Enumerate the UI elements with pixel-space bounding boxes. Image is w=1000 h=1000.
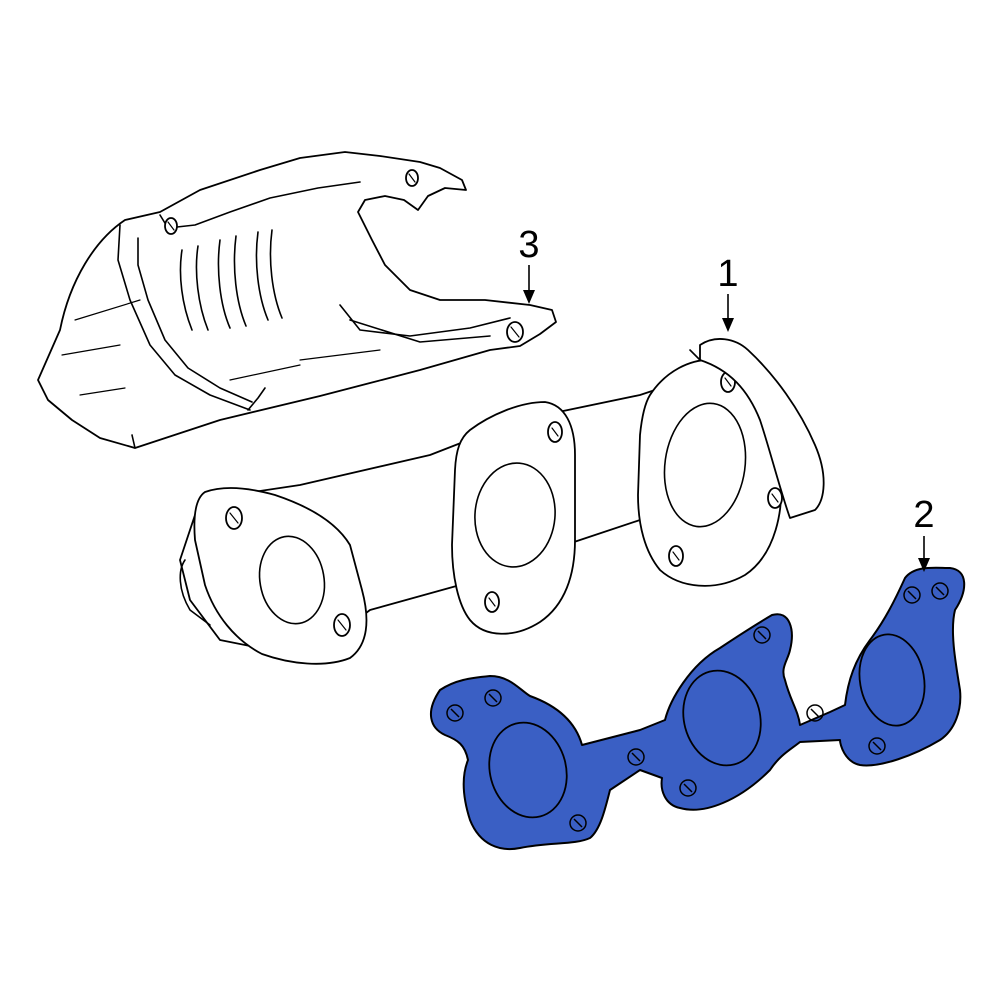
callout-1: 1	[717, 253, 739, 332]
gasket-bolt-holes	[446, 582, 949, 832]
gasket-port-middle	[682, 669, 762, 767]
gasket-body	[430, 566, 966, 850]
gasket-port-right	[858, 633, 926, 727]
callout-1-label: 1	[717, 253, 738, 295]
callout-2-label: 2	[913, 494, 934, 536]
exhaust-manifold[interactable]	[179, 338, 825, 665]
gasket-port-left	[488, 721, 568, 819]
callout-2: 2	[913, 494, 935, 572]
heat-shield[interactable]	[37, 151, 557, 449]
exhaust-gasket[interactable]	[430, 566, 966, 850]
callout-3-label: 3	[518, 224, 539, 266]
callout-3: 3	[518, 224, 540, 304]
